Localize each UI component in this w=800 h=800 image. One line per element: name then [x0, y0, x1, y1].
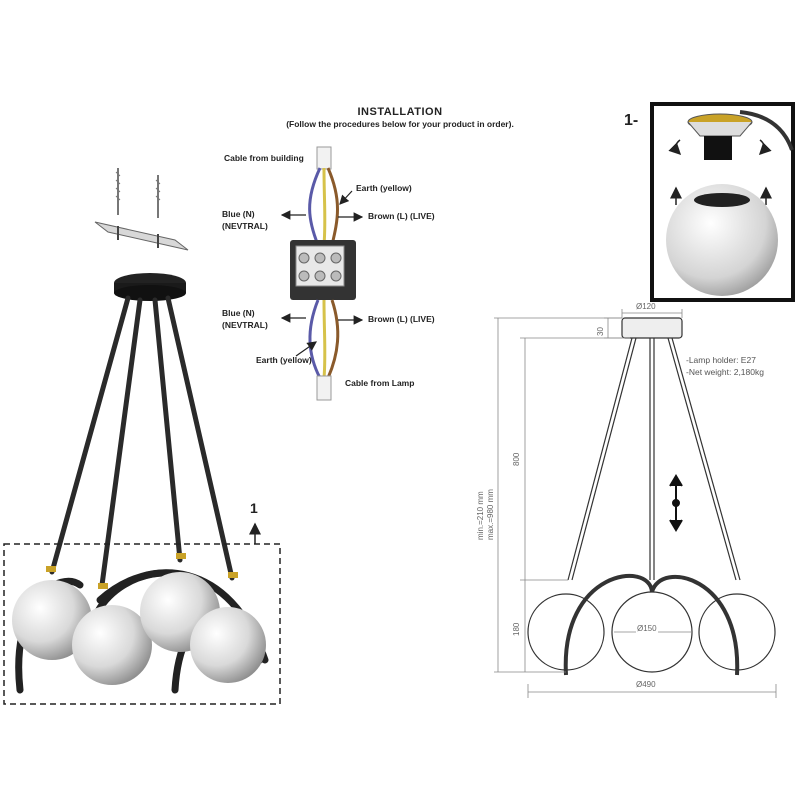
dim-min-length: min.=210 mm	[476, 491, 485, 540]
gold-collars	[46, 553, 238, 589]
ceiling-screws	[115, 168, 161, 218]
detail-callout-number: 1	[250, 500, 258, 516]
label-brown-bot: Brown (L) (LIVE)	[368, 314, 435, 324]
label-brown-top: Brown (L) (LIVE)	[368, 211, 435, 221]
dim-globe-diameter: Ø150	[636, 624, 658, 633]
installation-subtitle: (Follow the procedures below for your pr…	[286, 119, 514, 129]
spec-lamp-holder: -Lamp holder: E27	[686, 355, 756, 365]
label-cable-lamp: Cable from Lamp	[345, 378, 415, 388]
chandelier-3d	[3, 168, 281, 705]
wiring-diagram	[280, 146, 364, 401]
dim-max-length: max.=980 mm	[486, 489, 495, 540]
label-blue-top-2: (NEVTRAL)	[222, 221, 268, 231]
suspension-rods	[49, 295, 235, 588]
label-earth-bot: Earth (yellow)	[256, 355, 312, 365]
dim-canopy-height: 30	[596, 327, 605, 336]
mounting-bracket	[94, 221, 189, 251]
detail-box	[3, 543, 281, 705]
dim-rod-length: 800	[512, 452, 521, 466]
label-blue-bot-2: (NEVTRAL)	[222, 320, 268, 330]
label-cable-building: Cable from building	[224, 153, 304, 163]
globe-4	[190, 607, 266, 683]
label-blue-top-1: Blue (N)	[222, 209, 255, 219]
inset-detail	[650, 102, 795, 302]
dim-total-diameter: Ø490	[636, 680, 656, 689]
inset-callout-number: 1-	[624, 112, 639, 129]
globe-1	[12, 580, 92, 660]
height-adjust-arrow	[669, 474, 683, 532]
label-earth-top: Earth (yellow)	[356, 183, 412, 193]
installation-title: INSTALLATION	[357, 106, 443, 118]
label-blue-bot-1: Blue (N)	[222, 308, 255, 318]
dim-canopy-diameter: Ø120	[636, 302, 656, 311]
technical-drawing	[527, 317, 776, 676]
dim-globe-height: 180	[512, 622, 521, 636]
globe-2	[72, 605, 152, 685]
spec-net-weight: -Net weight: 2,180kg	[686, 367, 764, 377]
